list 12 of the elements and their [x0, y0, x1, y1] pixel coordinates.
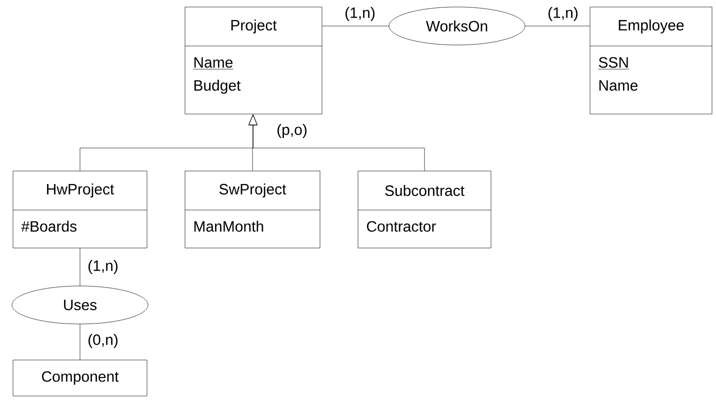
entity-box: Subcontract Contractor — [358, 170, 492, 248]
entity-box: Project Name Budget — [184, 6, 322, 114]
entity-box: HwProject #Boards — [12, 170, 148, 248]
entity-box: Component — [12, 360, 148, 396]
entity-box: Employee SSN Name — [590, 6, 712, 114]
cardinality-label: (1,n) — [546, 6, 580, 22]
cardinality-label: (0,n) — [86, 333, 120, 349]
cardinality-label: (p,o) — [276, 123, 308, 139]
entity-box: SwProject ManMonth — [184, 170, 320, 248]
cardinality-label: (1,n) — [86, 259, 120, 275]
cardinality-label: (1,n) — [344, 6, 376, 22]
connector-line — [248, 114, 425, 171]
